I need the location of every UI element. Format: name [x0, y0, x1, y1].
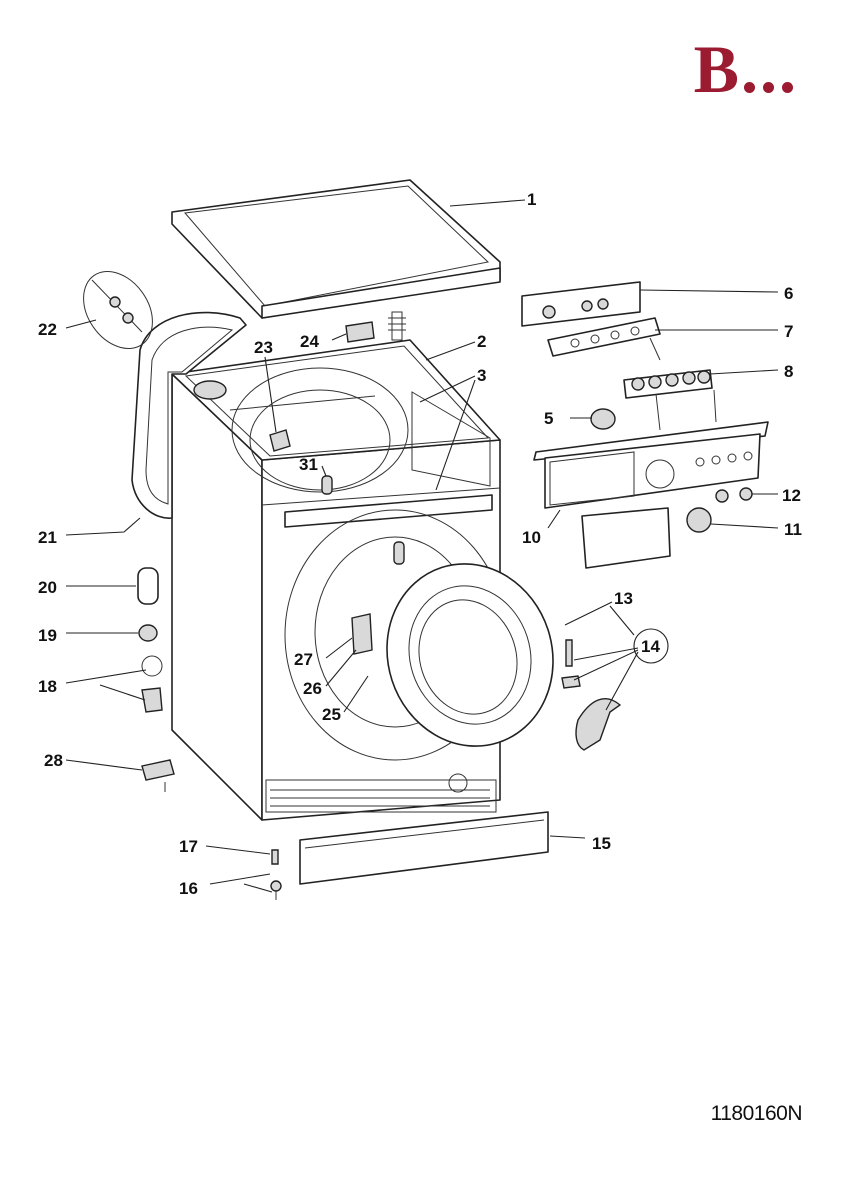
callout-31: 31	[299, 455, 318, 474]
part-28-bracket	[141, 759, 175, 792]
part-cabinet	[171, 339, 506, 821]
callout-15: 15	[592, 834, 611, 853]
part-11-knob	[686, 507, 712, 533]
part-top-spring	[388, 311, 406, 341]
callout-28: 28	[44, 751, 63, 770]
part-5-knob	[590, 408, 616, 430]
callout-labels: 1 2 3 5 6 7 8 10 11 12 13 14 15 16 17 18…	[38, 190, 802, 898]
callout-10: 10	[522, 528, 541, 547]
part-7-electronic-board	[547, 317, 661, 361]
part-detergent-drawer	[581, 507, 671, 569]
part-19-cap	[138, 624, 158, 642]
part-8-button-set	[623, 369, 717, 431]
callout-19: 19	[38, 626, 57, 645]
part-6-control-plate	[521, 281, 641, 327]
part-20-clip	[137, 567, 159, 605]
callout-14: 14	[641, 637, 660, 656]
part-18-hinge-set	[141, 655, 163, 713]
callout-27: 27	[294, 650, 313, 669]
part-15-plinth	[299, 811, 549, 885]
callout-22: 22	[38, 320, 57, 339]
part-16-17-feet-screws	[270, 849, 282, 900]
callout-2: 2	[477, 332, 486, 351]
section-letter: B...	[693, 31, 798, 107]
callout-3: 3	[477, 366, 486, 385]
part-24-bracket	[345, 321, 375, 343]
part-10-control-fascia	[533, 421, 769, 509]
callout-13: 13	[614, 589, 633, 608]
callout-5: 5	[544, 409, 553, 428]
callout-14-circle	[633, 628, 669, 664]
callout-21: 21	[38, 528, 57, 547]
callout-20: 20	[38, 578, 57, 597]
callout-24: 24	[300, 332, 319, 351]
callout-6: 6	[784, 284, 793, 303]
leader-lines	[65, 199, 779, 893]
callout-12: 12	[782, 486, 801, 505]
callout-26: 26	[303, 679, 322, 698]
callout-7: 7	[784, 322, 793, 341]
callout-25: 25	[322, 705, 341, 724]
callout-16: 16	[179, 879, 198, 898]
part-22-cable-assembly	[83, 271, 153, 349]
callout-11: 11	[784, 520, 802, 539]
callout-18: 18	[38, 677, 57, 696]
callout-17: 17	[179, 837, 198, 856]
reference-code: 1180160N	[710, 1102, 803, 1125]
callout-8: 8	[784, 362, 793, 381]
callout-1: 1	[527, 190, 536, 209]
part-13-door	[386, 563, 554, 747]
part-top-cover	[171, 179, 501, 319]
part-21-rear-panel	[131, 311, 247, 519]
callout-23: 23	[254, 338, 273, 357]
